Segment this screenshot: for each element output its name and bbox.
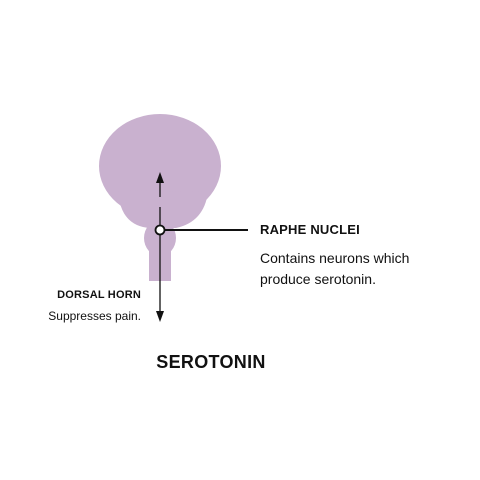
dorsal-horn-description: Suppresses pain. [48,309,141,323]
raphe-nuclei-marker [154,224,166,236]
diagram-title: SEROTONIN [156,352,266,372]
pathway-up-arrowhead [156,172,164,183]
dorsal-horn-label: DORSAL HORN [57,289,141,301]
raphe-nuclei-label: RAPHE NUCLEI [260,222,360,237]
cerebellum-shape [118,190,208,228]
pathway-down-arrowhead [156,311,164,322]
raphe-nuclei-description: Contains neurons which produce serotonin… [260,250,410,287]
